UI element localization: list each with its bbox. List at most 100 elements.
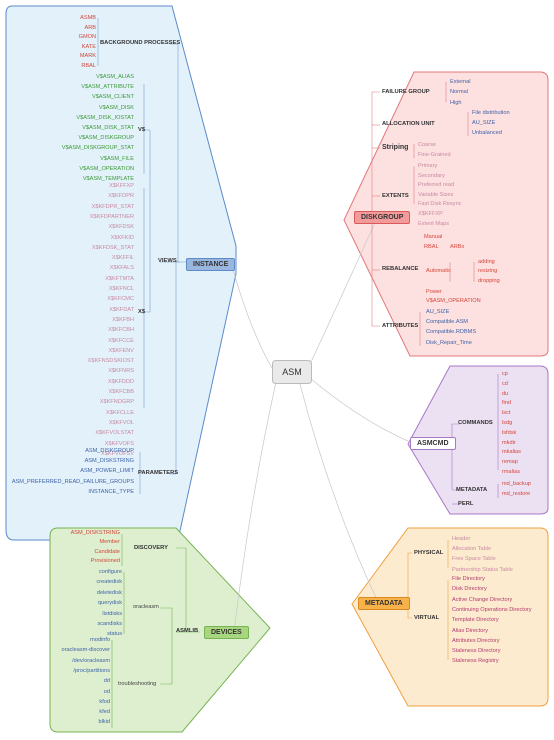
background-process-item[interactable]: ARB — [84, 24, 96, 31]
instance-background-title[interactable]: BACKGROUND PROCESSES — [100, 40, 181, 46]
x-view-item[interactable]: X$KFCLLE — [106, 409, 134, 416]
virtual-metadata-item[interactable]: Staleness Directory — [452, 648, 501, 655]
x-view-item[interactable]: X$KFVOFSV — [101, 450, 134, 457]
extent-item[interactable]: X$KFFXP — [418, 211, 443, 217]
v-view-item[interactable]: V$ASM_FILE — [100, 155, 134, 162]
virtual-metadata-item[interactable]: Active Change Directory — [452, 596, 513, 603]
troubleshooting-tool[interactable]: blkid — [98, 719, 110, 726]
physical-metadata-item[interactable]: Free Space Table — [452, 556, 496, 563]
attribute-item[interactable]: Compatible.ASM — [426, 319, 468, 326]
x-view-item[interactable]: X$KFNDGRP — [99, 399, 134, 406]
x-view-item[interactable]: X$KFCMC — [107, 296, 134, 303]
diskgroup-automatic[interactable]: Automatic — [426, 268, 451, 274]
x-view-item[interactable]: X$KFBH — [112, 316, 134, 323]
background-process-item[interactable]: GMON — [78, 34, 96, 41]
diskgroup-extents-title[interactable]: EXTENTS — [382, 193, 409, 199]
x-view-item[interactable]: X$KFALS — [109, 265, 134, 272]
automatic-rebalance-item[interactable]: resizing — [478, 268, 498, 275]
asmcmd-commands-title[interactable]: COMMANDS — [458, 420, 493, 426]
attribute-item[interactable]: AU_SIZE — [426, 309, 450, 315]
troubleshooting-tool[interactable]: modinfo — [90, 637, 110, 643]
x-view-item[interactable]: X$KFFIL — [111, 255, 134, 262]
discovery-item[interactable]: ASM_DISKSTRING — [70, 530, 120, 536]
node-metadata[interactable]: METADATA — [358, 597, 410, 610]
v-view-item[interactable]: V$ASM_CLIENT — [92, 94, 134, 101]
instance-views-title[interactable]: VIEWS — [158, 258, 177, 264]
v-view-item[interactable]: V$ASM_DISK_IOSTAT — [76, 114, 134, 121]
devices-discovery-title[interactable]: DISCOVERY — [134, 545, 168, 551]
diskgroup-attributes-title[interactable]: ATTRIBUTES — [382, 323, 419, 329]
v-view-item[interactable]: V$ASM_DISKGROUP — [78, 135, 134, 142]
troubleshooting-tool[interactable]: kfod — [99, 698, 110, 705]
diskgroup-manual[interactable]: Manual — [424, 234, 443, 240]
automatic-rebalance-item[interactable]: adding — [478, 259, 495, 265]
v-view-item[interactable]: V$ASM_TEMPLATE — [82, 176, 134, 182]
asmcmd-command[interactable]: lsdg — [502, 420, 513, 426]
background-process-item[interactable]: RBAL — [81, 63, 96, 69]
x-view-item[interactable]: X$KFENV — [108, 347, 135, 354]
diskgroup-arbx[interactable]: ARBx — [450, 244, 465, 250]
troubleshooting-tool[interactable]: dd — [103, 678, 110, 685]
virtual-metadata-item[interactable]: Disk Directory — [452, 586, 487, 593]
background-process-item[interactable]: ASMB — [80, 15, 96, 21]
parameter-item[interactable]: INSTANCE_TYPE — [88, 488, 134, 495]
extent-item[interactable]: Primary — [418, 163, 438, 169]
extent-item[interactable]: Secondary — [418, 172, 445, 179]
x-view-item[interactable]: X$KFTMTA — [105, 275, 134, 282]
asmcmd-command[interactable]: cp — [502, 371, 508, 377]
extent-item[interactable]: Fast Disk Resync — [418, 201, 462, 208]
x-view-item[interactable]: X$KFNRS — [108, 368, 134, 375]
x-view-item[interactable]: X$KFNSDSKIOST — [87, 358, 134, 365]
x-view-item[interactable]: X$KFDPARTNER — [89, 213, 134, 220]
troubleshooting-tool[interactable]: oracleasm-discover — [61, 647, 111, 654]
automatic-rebalance-item[interactable]: dropping — [478, 277, 500, 284]
x-view-item[interactable]: X$KFVOFS — [104, 440, 134, 447]
attribute-item[interactable]: Compatible.RDBMS — [426, 329, 477, 336]
x-view-item[interactable]: X$KFVOL — [108, 419, 134, 426]
diskgroup-failure-title[interactable]: FAILURE GROUP — [382, 89, 430, 95]
diskgroup-power[interactable]: Power — [426, 289, 442, 295]
asmcmd-command[interactable]: du — [502, 390, 509, 397]
v-view-item[interactable]: V$ASM_DISKGROUP_STAT — [61, 145, 134, 152]
virtual-metadata-item[interactable]: Template Directory — [452, 617, 499, 624]
failure-group-item[interactable]: External — [450, 79, 471, 85]
x-view-item[interactable]: X$KFDSK_STAT — [91, 244, 134, 251]
striping-item[interactable]: Coarse — [418, 142, 437, 148]
failure-group-item[interactable]: High — [450, 99, 462, 106]
diskgroup-striping-title[interactable]: Striping — [382, 144, 409, 151]
extent-item[interactable]: Preferred read — [418, 182, 455, 189]
diskgroup-rebalance-title[interactable]: REBALANCE — [382, 266, 419, 272]
failure-group-item[interactable]: Normal — [450, 89, 469, 96]
center-node-asm[interactable]: ASM — [272, 360, 312, 384]
node-devices[interactable]: DEVICES — [204, 626, 249, 639]
v-view-item[interactable]: V$ASM_OPERATION — [79, 165, 134, 172]
asmcmd-command[interactable]: remap — [502, 459, 518, 466]
x-view-item[interactable]: X$KFDPR_STAT — [91, 203, 134, 210]
asmcmd-metadata-title[interactable]: METADATA — [456, 487, 488, 493]
x-view-item[interactable]: X$KFDAT — [109, 306, 134, 313]
oracleasm-command[interactable]: configure — [98, 569, 122, 575]
troubleshooting-tool[interactable]: od — [103, 688, 110, 695]
oracleasm-command[interactable]: listdisks — [102, 610, 122, 617]
asmcmd-perl[interactable]: PERL — [458, 501, 474, 507]
virtual-metadata-item[interactable]: Staleness Registry — [452, 658, 499, 665]
physical-metadata-item[interactable]: Header — [452, 536, 471, 542]
devices-asmlib-title[interactable]: ASMLIB — [176, 628, 199, 634]
troubleshooting-tool[interactable]: kfed — [99, 709, 110, 716]
v-view-item[interactable]: V$ASM_ATTRIBUTE — [81, 84, 134, 91]
x-view-item[interactable]: X$KFCBH — [108, 327, 134, 334]
v-view-item[interactable]: V$ASM_DISK_STAT — [82, 125, 134, 131]
x-view-item[interactable]: X$KFDPR — [108, 193, 134, 200]
diskgroup-rbal[interactable]: RBAL — [424, 244, 439, 250]
parameter-item[interactable]: ASM_DISKGROUP — [85, 448, 134, 454]
virtual-metadata-item[interactable]: Continuing Operations Directory — [452, 606, 532, 613]
diskgroup-alloc-title[interactable]: ALLOCATION UNIT — [382, 121, 435, 127]
asmcmd-metadata-command[interactable]: md_backup — [502, 481, 531, 487]
v-view-item[interactable]: V$ASM_ALIAS — [96, 74, 134, 80]
asmcmd-command[interactable]: cd — [502, 380, 508, 387]
devices-troubleshooting-title[interactable]: troubleshooting — [118, 681, 157, 687]
x-view-item[interactable]: X$KFCCE — [108, 337, 134, 344]
metadata-physical-title[interactable]: PHYSICAL — [414, 550, 444, 556]
devices-oracleasm-title[interactable]: oracleasm — [133, 604, 159, 610]
v-view-item[interactable]: V$ASM_DISK — [98, 104, 134, 111]
